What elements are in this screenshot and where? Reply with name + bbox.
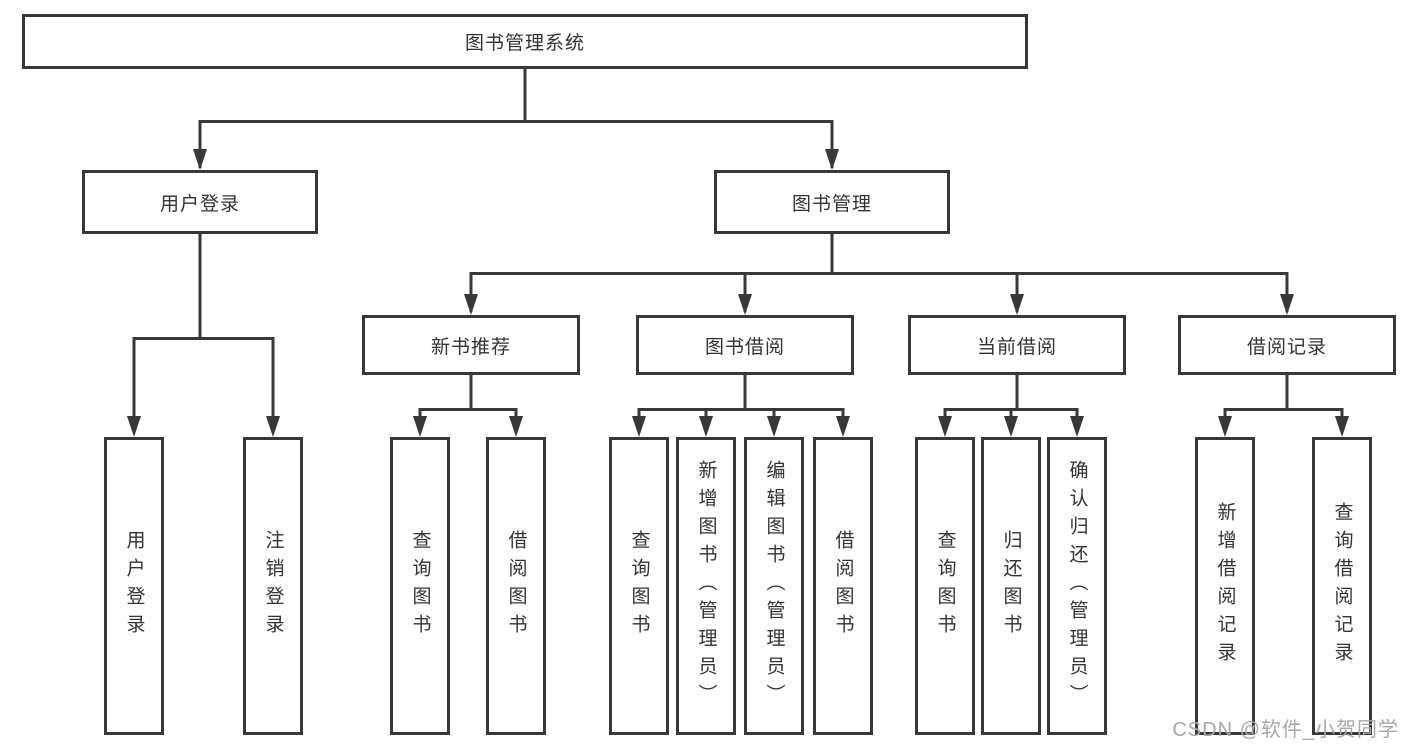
leaf-current-confirm-admin-label: 确认归还（管理员） (1066, 460, 1088, 712)
leaf-borrowing-borrow: 借阅图书 (813, 437, 873, 735)
node-book-borrowing: 图书借阅 (636, 315, 854, 375)
node-new-book-recommend-label: 新书推荐 (430, 336, 511, 358)
leaf-current-return-label: 归还图书 (1000, 530, 1022, 642)
node-current-borrowing-label: 当前借阅 (976, 336, 1057, 358)
leaf-borrowing-edit-admin: 编辑图书（管理员） (744, 437, 804, 735)
leaf-newbooks-query-label: 查询图书 (409, 530, 431, 642)
edge-current-borrow-to-leaves (943, 375, 1079, 433)
leaf-current-return: 归还图书 (981, 437, 1041, 735)
leaf-borrowing-add-admin-label: 新增图书（管理员） (695, 460, 717, 712)
leaf-user-login-label: 用户登录 (123, 530, 145, 642)
leaf-records-add: 新增借阅记录 (1195, 437, 1255, 735)
leaf-borrowing-edit-admin-label: 编辑图书（管理员） (763, 460, 785, 712)
node-new-book-recommend: 新书推荐 (362, 315, 580, 375)
leaf-borrowing-query: 查询图书 (609, 437, 669, 735)
node-user-login-label: 用户登录 (159, 193, 240, 215)
node-book-management: 图书管理 (714, 170, 950, 234)
leaf-current-query: 查询图书 (915, 437, 975, 735)
watermark-text: CSDN @软件_小贺同学 (1172, 719, 1399, 741)
leaf-borrowing-query-label: 查询图书 (628, 530, 650, 642)
leaf-user-login: 用户登录 (104, 437, 164, 735)
leaf-records-query-label: 查询借阅记录 (1331, 502, 1353, 670)
node-borrow-records-label: 借阅记录 (1246, 336, 1327, 358)
edge-user-login-to-leaves (132, 234, 275, 433)
node-borrow-records: 借阅记录 (1178, 315, 1396, 375)
node-user-login: 用户登录 (82, 170, 318, 234)
leaf-records-query: 查询借阅记录 (1312, 437, 1372, 735)
node-book-borrowing-label: 图书借阅 (704, 336, 785, 358)
leaf-borrowing-add-admin: 新增图书（管理员） (676, 437, 736, 735)
leaf-newbooks-query: 查询图书 (390, 437, 450, 735)
leaf-logout: 注销登录 (243, 437, 303, 735)
leaf-current-confirm-admin: 确认归还（管理员） (1047, 437, 1107, 735)
node-library-system: 图书管理系统 (22, 14, 1028, 69)
node-book-management-label: 图书管理 (791, 193, 872, 215)
leaf-newbooks-borrow-label: 借阅图书 (505, 530, 527, 642)
edge-book-borrow-to-leaves (637, 375, 845, 433)
leaf-records-add-label: 新增借阅记录 (1214, 502, 1236, 670)
edge-book-mgmt-to-level3 (469, 234, 1289, 312)
node-library-system-label: 图书管理系统 (464, 33, 585, 54)
leaf-logout-label: 注销登录 (262, 530, 284, 642)
leaf-newbooks-borrow: 借阅图书 (486, 437, 546, 735)
leaf-current-query-label: 查询图书 (934, 530, 956, 642)
edge-new-books-to-leaves (418, 375, 518, 433)
node-current-borrowing: 当前借阅 (908, 315, 1126, 375)
edge-root-to-level2 (198, 69, 834, 168)
edge-borrow-records-to-leaves (1223, 375, 1344, 433)
leaf-borrowing-borrow-label: 借阅图书 (832, 530, 854, 642)
